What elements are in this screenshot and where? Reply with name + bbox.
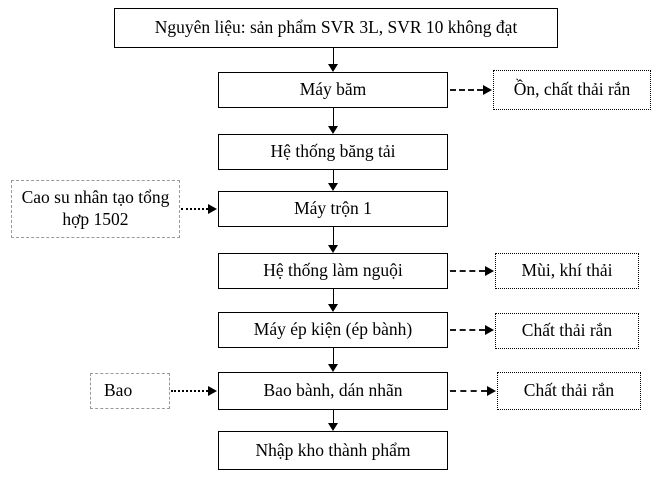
arrow-line [332,289,334,304]
waste-chat-thai-ran-1: Chất thải rắn [495,313,639,349]
waste-on-chat-thai-ran: Ồn, chất thải rắn [493,70,651,110]
down-arrow-1 [327,48,339,72]
arrow-line [332,410,334,423]
down-arrow-5 [327,289,339,312]
arrow-head-icon [485,266,494,276]
arrow-line [450,329,485,331]
arrow-head-icon [487,386,496,396]
waste-arrow-3 [450,324,494,336]
input-arrow-1 [181,203,217,215]
arrow-line [332,170,334,183]
waste-arrow-2 [450,265,494,277]
arrow-line [332,108,334,126]
waste-mui-khi-thai: Mùi, khí thải [495,253,639,289]
arrow-head-icon [208,386,217,396]
arrow-line [450,390,487,392]
arrow-head-icon [328,64,338,72]
arrow-line [450,270,485,272]
arrow-line [450,89,483,91]
arrow-head-icon [208,204,217,214]
down-arrow-6 [327,348,339,372]
node-bao-banh-dan-nhan: Bao bành, dán nhãn [218,372,448,410]
arrow-head-icon [328,304,338,312]
input-cao-su-nhan-tao: Cao su nhân tạo tổng hợp 1502 [11,180,180,238]
node-may-bam: Máy băm [218,72,448,108]
node-he-thong-lam-nguoi: Hệ thống làm nguội [218,253,448,289]
arrow-line [332,48,334,64]
arrow-line [171,390,208,392]
waste-arrow-1 [450,84,492,96]
arrow-line [181,208,208,210]
node-may-tron-1: Máy trộn 1 [218,191,448,227]
arrow-head-icon [328,183,338,191]
arrow-line [332,227,334,245]
node-nhap-kho-thanh-pham: Nhập kho thành phẩm [218,431,448,470]
arrow-line [332,348,334,364]
arrow-head-icon [328,423,338,431]
arrow-head-icon [328,126,338,134]
node-may-ep-kien: Máy ép kiện (ép bành) [218,312,448,348]
waste-arrow-4 [450,385,496,397]
input-arrow-2 [171,385,217,397]
down-arrow-4 [327,227,339,253]
arrow-head-icon [328,364,338,372]
down-arrow-7 [327,410,339,431]
waste-chat-thai-ran-2: Chất thải rắn [497,372,641,410]
arrow-head-icon [485,325,494,335]
input-bao: Bao [90,373,170,409]
node-nguyen-lieu: Nguyên liệu: sản phẩm SVR 3L, SVR 10 khô… [114,8,558,48]
node-he-thong-bang-tai: Hệ thống băng tải [218,134,448,170]
down-arrow-2 [327,108,339,134]
arrow-head-icon [483,85,492,95]
arrow-head-icon [328,245,338,253]
down-arrow-3 [327,170,339,191]
